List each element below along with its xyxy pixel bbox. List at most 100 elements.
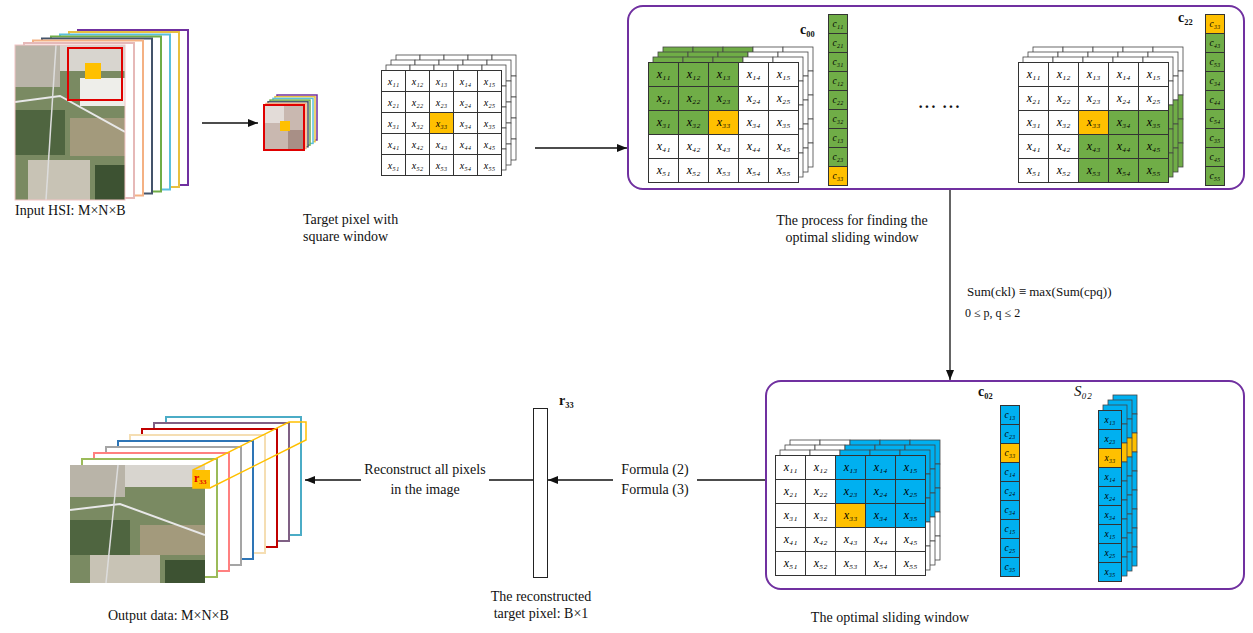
grid-cell: x₁₃ xyxy=(429,70,454,92)
set-name: S₀₂ xyxy=(1074,383,1092,400)
grid-cell: x₁₅ xyxy=(768,62,799,87)
grid-cell: x₄₂ xyxy=(678,134,709,159)
vector-cell: c₂₂ xyxy=(828,90,848,110)
grid-cell: x₄₄ xyxy=(865,527,896,552)
grid-cell: x₅₄ xyxy=(865,551,896,576)
grid-cell: x₂₅ xyxy=(1138,86,1169,111)
grid-cell: x₄₃ xyxy=(835,527,866,552)
grid-cell: x₄₁ xyxy=(648,134,679,159)
vector-cell: c₁₃ xyxy=(1000,405,1020,425)
grid-cell: x₃₃ xyxy=(708,110,739,135)
grid-cell: x₄₅ xyxy=(895,527,926,552)
grid-cell: x₂₃ xyxy=(429,91,454,113)
vector-cell: c₂₁ xyxy=(828,33,848,53)
grid-cell: x₄₅ xyxy=(477,133,502,155)
vector-cell: c₅₃ xyxy=(1205,52,1225,72)
grid-cell: x₁₅ xyxy=(895,455,926,480)
vector-cell: c₄₄ xyxy=(1205,90,1225,110)
pixel-band xyxy=(193,422,306,488)
target-pixel xyxy=(280,121,290,131)
vector-cell: c₁₄ xyxy=(1000,462,1020,482)
grid-cell: x₂₃ xyxy=(1078,86,1109,111)
grid-cell: x₃₄ xyxy=(738,110,769,135)
vector-cell: c₁₁ xyxy=(828,14,848,34)
grid-cell: x₃₅ xyxy=(1138,110,1169,135)
vector-cell: c₃₃ xyxy=(828,166,848,186)
output-image-group: Output data: M×N×B xyxy=(60,405,305,630)
vector-cell: c₂₄ xyxy=(1000,481,1020,501)
grid-cell: x₅₁ xyxy=(1018,158,1049,183)
connector-arrow xyxy=(202,122,258,123)
vector-cell: x₃₅ xyxy=(1098,562,1122,582)
grid-cell: x₂₂ xyxy=(405,91,430,113)
grid-cell: x₁₁ xyxy=(381,70,406,92)
vector-cell: c₃₅ xyxy=(1000,557,1020,577)
grid-cell: x₂₄ xyxy=(453,91,478,113)
grid-cell: x₄₃ xyxy=(429,133,454,155)
grid-cell: x₅₁ xyxy=(381,154,406,176)
vector-cell: x₁₄ xyxy=(1098,467,1122,487)
grid-cell: x₁₄ xyxy=(738,62,769,87)
grid-cell: x₃₂ xyxy=(405,112,430,134)
grid-cell: x₄₄ xyxy=(738,134,769,159)
grid-cell: x₂₂ xyxy=(805,479,836,504)
vector-cell: c₃₃ xyxy=(1000,443,1020,463)
grid-cell: x₂₂ xyxy=(678,86,709,111)
grid-cell: x₁₃ xyxy=(708,62,739,87)
grid-cell: x₂₄ xyxy=(1108,86,1139,111)
edge-label: Reconstruct all pixels in the image xyxy=(361,460,489,500)
vector-cell: x₁₅ xyxy=(1098,524,1122,544)
output-image xyxy=(70,465,205,583)
grid-cell: x₅₄ xyxy=(1108,158,1139,183)
vector-cell: c₃₄ xyxy=(1205,71,1225,91)
grid-cell: x₂₃ xyxy=(835,479,866,504)
grid-cell: x₄₂ xyxy=(405,133,430,155)
grid-cell: x₁₁ xyxy=(1018,62,1049,87)
grid-cell: x₅₅ xyxy=(477,154,502,176)
grid-cell: x₅₃ xyxy=(708,158,739,183)
grid-cell: x₅₁ xyxy=(775,551,806,576)
vector-cell: c₂₃ xyxy=(1000,424,1020,444)
grid-cell: x₁₄ xyxy=(1108,62,1139,87)
grid-layers xyxy=(386,47,1183,576)
vector-box: r₃₃The reconstructed target pixel: B×1 xyxy=(533,408,548,578)
grid-cell: x₄₂ xyxy=(805,527,836,552)
grid-cell: x₄₂ xyxy=(1048,134,1079,159)
image-border xyxy=(15,45,125,200)
grid-cell: x₄₃ xyxy=(1078,134,1109,159)
input-image-group: Input HSI: M×N×B xyxy=(10,25,202,230)
vector-cell: c₁₂ xyxy=(828,71,848,91)
grid-cell: x₁₁ xyxy=(775,455,806,480)
grid-cell: x₁₂ xyxy=(1048,62,1079,87)
grid-cell: x₅₁ xyxy=(648,158,679,183)
grid-cell: x₄₅ xyxy=(768,134,799,159)
grid-cell: x₃₁ xyxy=(381,112,406,134)
vector-cell: c₄₅ xyxy=(1205,147,1225,167)
grid-cell: x₃₃ xyxy=(835,503,866,528)
grid-cell: x₅₃ xyxy=(429,154,454,176)
vector-cell: c₃₁ xyxy=(828,52,848,72)
grid-cell: x₃₂ xyxy=(1048,110,1079,135)
ellipsis: ··· ··· xyxy=(918,98,961,116)
grid-cell: x₄₄ xyxy=(453,133,478,155)
grid-cell: x₂₅ xyxy=(895,479,926,504)
caption: Target pixel with square window xyxy=(303,212,433,245)
grid-cell: x₂₁ xyxy=(648,86,679,111)
grid-cell: x₅₂ xyxy=(805,551,836,576)
vector-cell: c₁₃ xyxy=(828,128,848,148)
vector-cell: x₂₄ xyxy=(1098,486,1122,506)
grid-cell: x₁₅ xyxy=(477,70,502,92)
vector-name: c₀₀ xyxy=(800,22,815,38)
grid-cell: x₃₂ xyxy=(678,110,709,135)
grid-cell: x₁₃ xyxy=(1078,62,1109,87)
grid-cell: x₂₁ xyxy=(381,91,406,113)
vector-cell: c₂₅ xyxy=(1000,538,1020,558)
edge-label: Sum(ckl) ≡ max(Sum(cpq)) xyxy=(965,282,1114,302)
grid-cell: x₁₂ xyxy=(805,455,836,480)
grid-cell: x₅₃ xyxy=(1078,158,1109,183)
window-box xyxy=(264,105,304,150)
grid-cell: x₃₅ xyxy=(895,503,926,528)
vector-cell: x₂₃ xyxy=(1098,429,1122,449)
grid-cell: x₃₁ xyxy=(1018,110,1049,135)
